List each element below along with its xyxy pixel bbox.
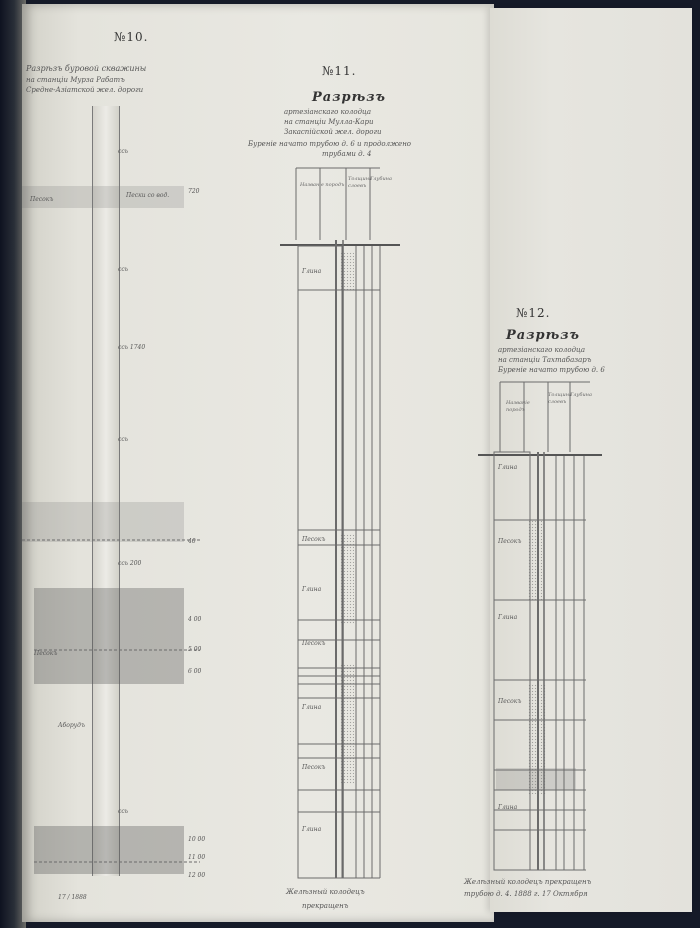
section-10-depth-8: 12 00 [188,872,206,879]
section-11-layer-2: Песокъ [302,536,326,543]
section-11-footer-1: Желѣзный колодецъ [286,888,365,896]
section-11-layer-3: Глина [302,586,322,593]
section-12-layer-3: Глина [498,614,518,621]
left-page: №10. Разрѣзъ буровой скважины на станціи… [22,4,494,922]
section-10-mark-5: ссь 200 [118,560,142,567]
section-11-ground-line [280,244,400,246]
section-10-band-4 [34,826,184,874]
section-11-layer-6: Песокъ [302,764,326,771]
section-10-mark-6: ссь [118,808,128,815]
section-11-layer-4: Песокъ [302,640,326,647]
section-10-band-3 [34,588,184,684]
section-10-header-1: Разрѣзъ буровой скважины [26,64,147,73]
section-10-layer-3: Песокъ [34,650,58,657]
section-12-layer-4: Песокъ [498,698,522,705]
section-12-layer-5: Глина [498,804,518,811]
section-10-mark-2: ссь [118,266,128,273]
section-10-depth-6: 10 00 [188,836,206,843]
section-12-col-header-1: Названіе породъ [506,400,530,413]
section-12-header-3: Буреніе начато трубою д. 6 [498,366,605,374]
section-10-layer-1: Песокъ [30,196,54,203]
right-page: №12. Разрѣзъ артезіанскаго колодца на ст… [464,8,692,912]
section-11-layer-7: Глина [302,826,322,833]
section-11-header-2: на станціи Мулла-Кари [284,118,374,126]
section-10-depth-2: 40 [188,538,196,545]
section-10-number: №10. [114,30,149,44]
section-12-col-header-3: Глубина [570,392,592,398]
section-10-band-1 [22,186,184,208]
section-10-band-2 [22,502,184,542]
section-11-header-1: артезіанскаго колодца [284,108,372,116]
section-12-layer-2: Песокъ [498,538,522,545]
section-11-header-5: трубами д. 4 [322,150,372,158]
section-10-borehole [92,106,120,876]
section-12-footer-2: трубою д. 4. 1888 г. 17 Октября [464,890,588,898]
section-11-header-4: Буреніе начато трубою д. 6 и продолжено [248,140,412,148]
section-11-number: №11. [322,64,357,78]
section-11-header-3: Закаспійской жел. дороги [284,128,382,136]
section-11-col-header-1: Названіе породъ [300,182,345,188]
section-11-col-header-3: Глубина [370,176,392,182]
section-10-header-3: Средне-Азіатской жел. дороги [26,86,144,94]
section-12-title: Разрѣзъ [506,328,580,343]
section-11-layer-1: Глина [302,268,322,275]
section-12-col-header-2: Толщина слоевъ [548,392,573,405]
section-10-mark-3: ссь 1740 [118,344,146,351]
section-10-mark-4: ссь [118,436,128,443]
section-10-mark-1: ссь [118,148,128,155]
section-10-depth-5: 6 00 [188,668,202,675]
section-11-col-header-2: Толщина слоевъ [348,176,373,189]
section-10-bottom-note: 17 / 1888 [58,894,87,901]
section-10-layer-2: Пески со вод. [126,192,170,199]
section-12-layer-1: Глина [498,464,518,471]
book-spine [0,0,26,928]
section-10-depth-3: 4 00 [188,616,202,623]
section-11-title: Разрѣзъ [312,90,386,105]
section-12-footer-1: Желѣзный колодецъ прекращенъ [464,878,592,886]
section-10-layer-4: Аборудъ [58,722,85,729]
section-12-layer-column [493,451,531,871]
section-12-number: №12. [516,306,551,320]
section-12-header-2: на станціи Тахтабазаръ [498,356,592,364]
section-12-header-1: артезіанскаго колодца [498,346,586,354]
section-11-footer-2: прекращенъ [302,902,349,910]
section-11-layer-5: Глина [302,704,322,711]
section-10-depth-1: 720 [188,188,200,195]
section-10-header-2: на станціи Мурза Рабатъ [26,76,125,84]
section-12-ground-line [478,454,602,456]
section-10-depth-7: 11 00 [188,854,206,861]
